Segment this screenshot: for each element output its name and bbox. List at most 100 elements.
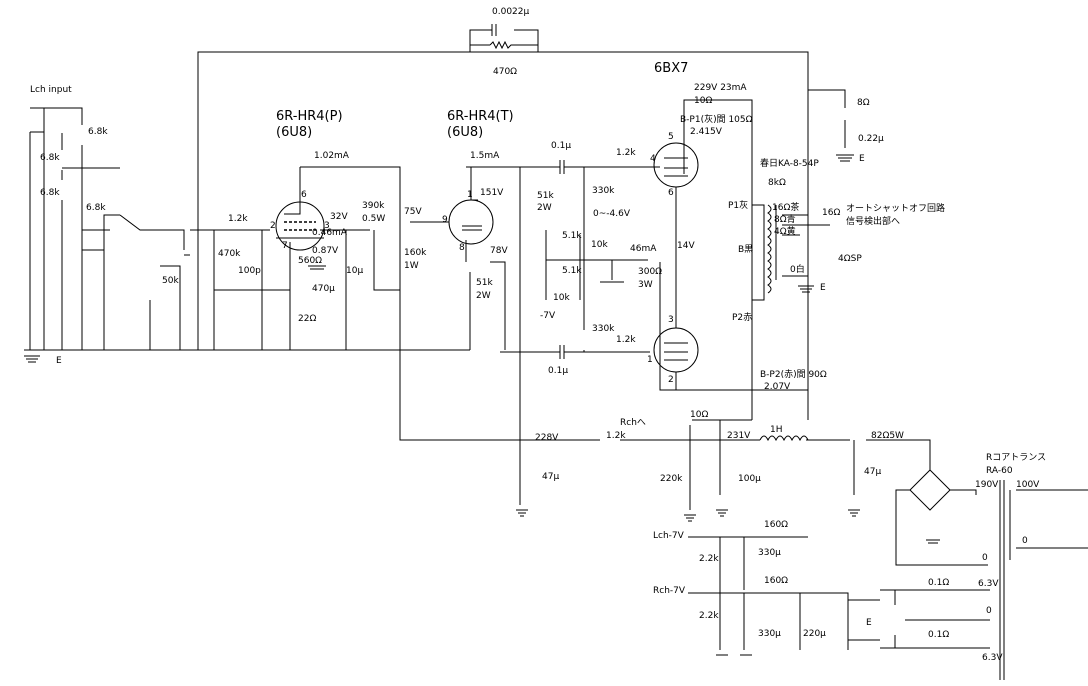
out-c1: 0.1μ	[551, 141, 571, 151]
sp-r2: 5.1k	[562, 266, 582, 276]
s1-rseries: 1.2k	[228, 214, 248, 224]
tr-e: E	[820, 283, 826, 293]
tr-b: B黒	[738, 244, 753, 255]
neg-c330a: 330μ	[758, 548, 781, 558]
sup-v231: 231V	[727, 431, 751, 441]
wiring	[24, 24, 1088, 680]
out-c2: 0.1μ	[548, 366, 568, 376]
s2-vk: 78V	[490, 246, 508, 256]
s2-pin8: 8	[459, 243, 465, 253]
sp-pot: 10k	[591, 240, 608, 250]
s1-rpl: 390k	[362, 201, 385, 211]
neg-e: E	[866, 618, 872, 628]
neg-r160b: 160Ω	[764, 576, 788, 586]
s1-pin7: 7	[282, 241, 288, 251]
out-pin4: 4	[650, 154, 656, 164]
s2-rk: 51k	[476, 278, 493, 288]
s1-cap: 100p	[238, 266, 261, 276]
sp-r1: 5.1k	[562, 231, 582, 241]
s2-vgrid: 75V	[404, 207, 422, 217]
s2-current: 1.5mA	[470, 151, 500, 161]
sp-rc: 330k	[592, 324, 615, 334]
s2-pin9: 9	[442, 215, 448, 225]
tube1-title-1: 6R-HR4(P)	[276, 109, 343, 124]
input-r1-label: 6.8k	[88, 127, 108, 137]
sup-v228: 228V	[535, 433, 559, 443]
s1-rgrid: 470k	[218, 249, 241, 259]
sup-v190: 190V	[975, 480, 999, 490]
sup-rch: Rchへ	[620, 418, 646, 428]
s1-rk: 560Ω	[298, 256, 322, 266]
s1-vplate: 32V	[330, 212, 348, 222]
out-vb: 229V 23mA	[694, 83, 747, 93]
out-pin1: 1	[647, 355, 653, 365]
tr-t16: 16Ω茶	[772, 201, 799, 213]
out-rg1: 1.2k	[616, 148, 636, 158]
neg-r160a: 160Ω	[764, 520, 788, 530]
s1-vk: 0.87V	[312, 246, 339, 256]
volume-label: 50k	[162, 276, 179, 286]
sup-r82: 82Ω5W	[871, 431, 904, 441]
tr-imp: 8kΩ	[768, 178, 786, 188]
tube2-title-1: 6R-HR4(T)	[447, 109, 514, 124]
zobel-r: 8Ω	[857, 98, 870, 108]
s1-current: 1.02mA	[314, 151, 350, 161]
out-pin5: 5	[668, 132, 674, 142]
fb-cap-label: 0.0022μ	[492, 7, 529, 17]
neg-r01a: 0.1Ω	[928, 578, 949, 588]
sup-trans: Rコアトランス	[986, 452, 1046, 463]
tube2-title-2: (6U8)	[447, 125, 483, 140]
neg-v63b: 6.3V	[982, 653, 1003, 663]
sup-zero2: 0	[1022, 536, 1028, 546]
neg-lch: Lch-7V	[653, 531, 685, 541]
tr-sense2: 信号検出部へ	[846, 215, 900, 227]
sup-c47a: 47μ	[542, 472, 559, 482]
sp-ra: 51k	[537, 191, 554, 201]
s2-vplate: 151V	[480, 188, 504, 198]
sup-zero1: 0	[982, 553, 988, 563]
out-pin3: 3	[668, 315, 674, 325]
out-bp2: B-P2(赤)間 90Ω	[760, 369, 827, 380]
out-pin2: 2	[668, 375, 674, 385]
out-pin6: 6	[668, 188, 674, 198]
tube-6bx7-label: 6BX7	[654, 61, 688, 76]
sup-v100: 100V	[1016, 480, 1040, 490]
s1-pin6: 6	[301, 190, 307, 200]
s2-rpl: 160k	[404, 248, 427, 258]
sp-r3: 10k	[553, 293, 570, 303]
out-rb2: 10Ω	[690, 410, 708, 420]
neg-r22a: 2.2k	[699, 554, 719, 564]
s2-rpl-w: 1W	[404, 261, 419, 271]
tr-t8: 8Ω青	[774, 213, 796, 225]
sp-rb: 330k	[592, 186, 615, 196]
sup-r220: 220k	[660, 474, 683, 484]
tr-t0: 0白	[790, 263, 805, 275]
neg-zero: 0	[986, 606, 992, 616]
sup-c47b: 47μ	[864, 467, 881, 477]
tr-sense1: オートシャットオフ回路	[846, 202, 945, 214]
neg-c330b: 330μ	[758, 629, 781, 639]
s1-ck: 470μ	[312, 284, 335, 294]
input-e: E	[56, 356, 62, 366]
ground-symbols	[24, 154, 940, 656]
s2-pin1: 1	[467, 190, 473, 200]
tr-sp: 4ΩSP	[838, 254, 862, 264]
sp-ra-w: 2W	[537, 203, 552, 213]
input-label: Lch input	[30, 85, 72, 95]
s2-rk-w: 2W	[476, 291, 491, 301]
s1-ik: 0.46mA	[312, 228, 348, 238]
input-r3-label: 6.8k	[40, 188, 60, 198]
out-rb: 10Ω	[694, 96, 712, 106]
sp-neg: -7V	[540, 311, 556, 321]
tube-grids	[284, 221, 316, 231]
sp-rk: 300Ω	[638, 267, 662, 277]
neg-v63a: 6.3V	[978, 579, 999, 589]
zobel-c: 0.22μ	[858, 134, 884, 144]
sp-range: 0~-4.6V	[593, 209, 631, 219]
tube1-title-2: (6U8)	[276, 125, 312, 140]
out-bp2-v: 2.07V	[764, 382, 791, 392]
neg-r01b: 0.1Ω	[928, 630, 949, 640]
out-rg2: 1.2k	[616, 335, 636, 345]
zobel-e: E	[859, 154, 865, 164]
